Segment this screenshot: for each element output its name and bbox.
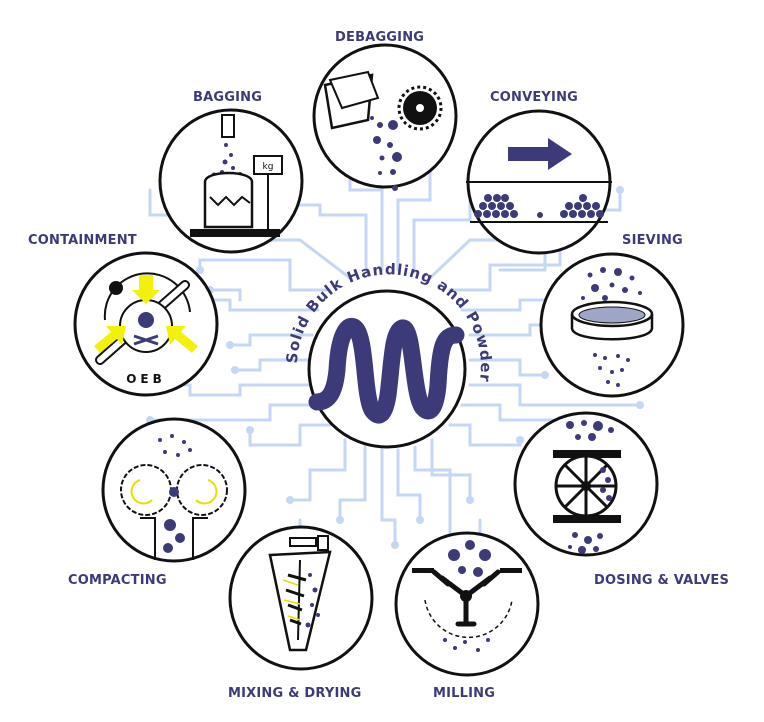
label-debagging: DEBAGGING: [335, 30, 425, 45]
segment-bagging: kg: [158, 108, 304, 254]
rotary-valve-icon: [553, 420, 621, 554]
wave-m-logo-icon: [308, 318, 465, 424]
oeb-hazard-icon: OEB: [94, 272, 198, 386]
label-sieving: SIEVING: [622, 233, 683, 248]
label-mixing: MIXING & DRYING: [228, 686, 362, 701]
segment-compacting: [101, 417, 247, 563]
label-containment: CONTAINMENT: [28, 233, 137, 248]
oeb-badge-text: OEB: [126, 372, 166, 386]
bag-on-scale-icon: kg: [190, 114, 283, 237]
segment-containment: OEB: [73, 251, 219, 397]
label-bagging: BAGGING: [193, 90, 263, 105]
sieve-tray-icon: [570, 267, 654, 387]
segment-sieving: [539, 252, 685, 398]
circuit-traces: [118, 148, 642, 562]
label-compacting: COMPACTING: [68, 573, 167, 588]
segment-debagging: [312, 43, 458, 191]
label-dosing: DOSING & VALVES: [594, 573, 730, 588]
label-conveying: CONVEYING: [490, 90, 579, 105]
conical-screw-mixer-icon: [268, 535, 332, 652]
segment-dosing: [513, 411, 659, 557]
sack-with-rotary-blade-icon: [323, 70, 443, 191]
arrow-over-particles-icon: [466, 138, 612, 223]
roller-compactor-gears-icon: [120, 434, 228, 560]
segment-mixing: [228, 525, 374, 671]
label-milling: MILLING: [433, 686, 496, 701]
scale-unit-text: kg: [263, 162, 274, 172]
segment-conveying: [466, 109, 612, 255]
segment-milling: [394, 531, 540, 677]
rotor-mill-icon: [412, 540, 522, 652]
